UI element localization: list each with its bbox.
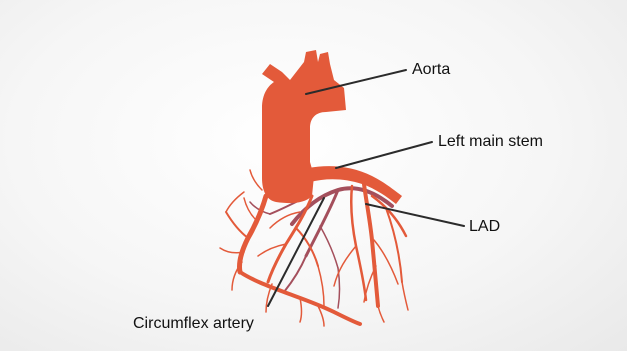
leader-lad xyxy=(366,204,464,226)
coronary-arteries xyxy=(220,170,408,326)
leader-left-main-stem xyxy=(336,142,432,168)
leader-circumflex xyxy=(268,198,324,306)
aorta-shape xyxy=(262,50,402,204)
circumflex-artery-label: Circumflex artery xyxy=(133,316,254,332)
aorta-label: Aorta xyxy=(412,62,450,78)
lad-label: LAD xyxy=(469,219,500,235)
left-main-stem-label: Left main stem xyxy=(438,134,543,150)
